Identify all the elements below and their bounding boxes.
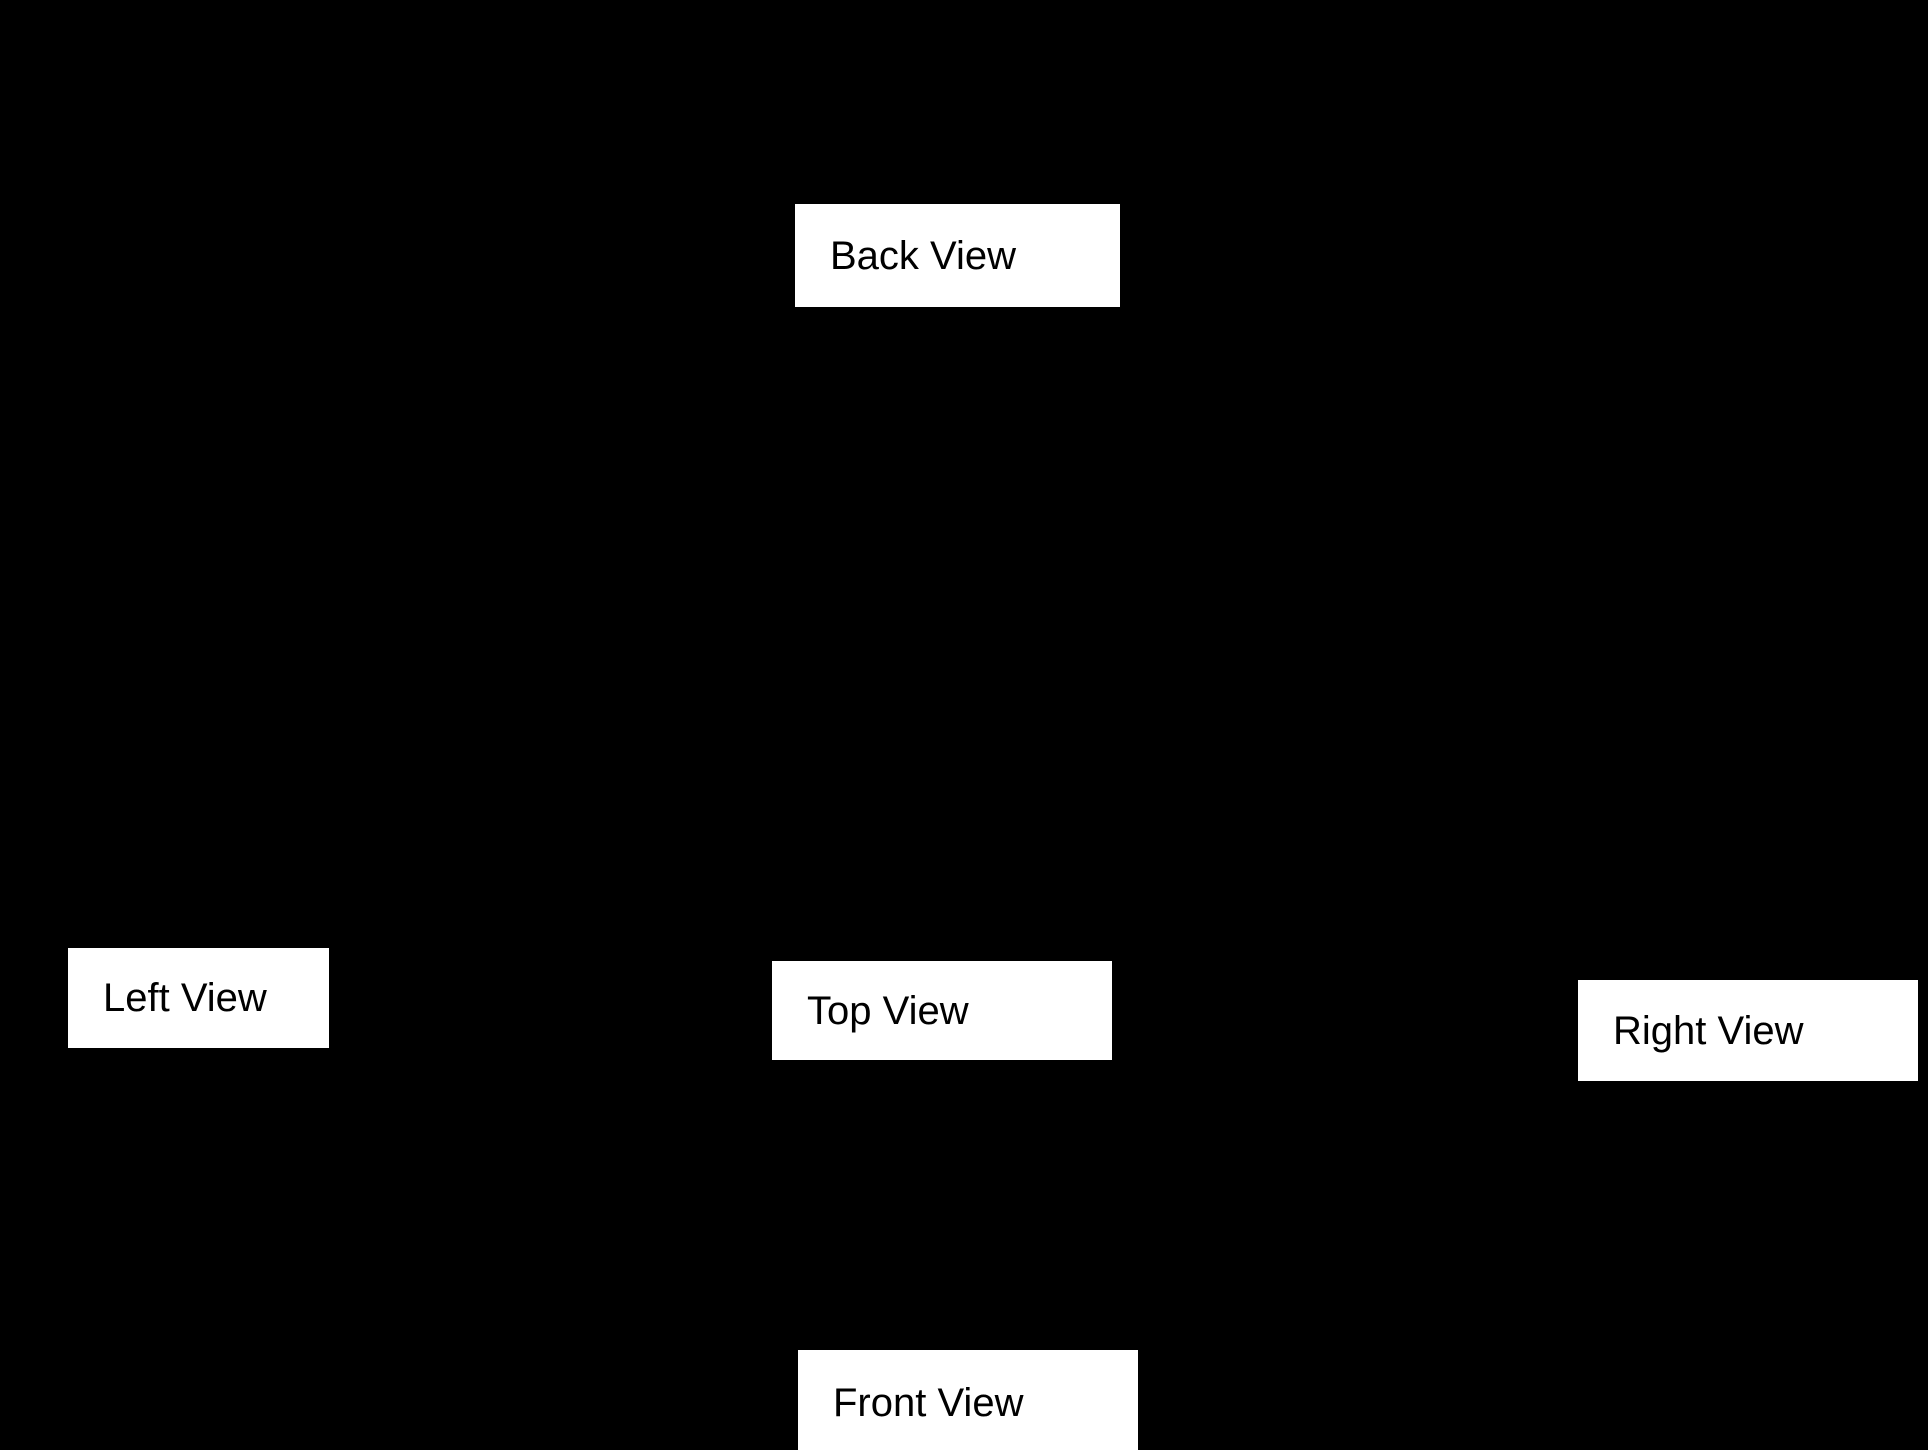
left-view-label: Left View [68, 948, 329, 1048]
top-view-label: Top View [772, 961, 1112, 1060]
back-view-label: Back View [795, 204, 1120, 307]
right-view-label: Right View [1578, 980, 1918, 1081]
front-view-label: Front View [798, 1350, 1138, 1450]
